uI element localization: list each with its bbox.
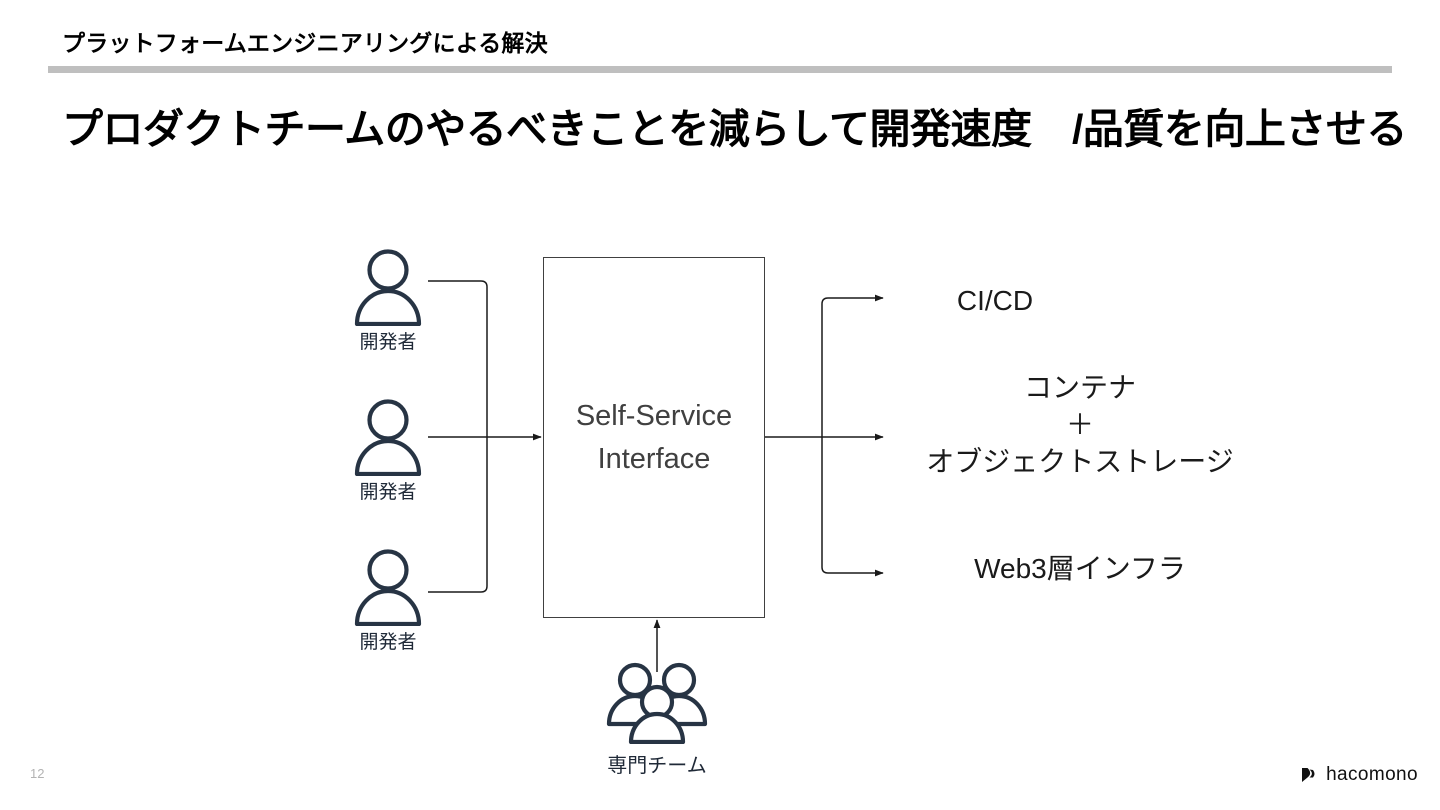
self-service-interface-box: Self-Service Interface xyxy=(543,257,765,618)
person-icon xyxy=(354,249,422,327)
page-title: プロダクトチームのやるべきことを減らして開発速度 /品質を向上させる xyxy=(62,106,1407,152)
hacomono-mark-icon xyxy=(1302,768,1315,782)
actor-label: 開発者 xyxy=(359,632,417,653)
platform-output-connectors xyxy=(765,294,884,577)
output-label-web3-infra: Web3層インフラ xyxy=(974,553,1186,584)
header-divider-rule xyxy=(48,66,1392,73)
actor-label: 開発者 xyxy=(359,482,417,503)
actor-label: 開発者 xyxy=(359,332,417,353)
actor-developer-1: 開発者 xyxy=(328,248,448,354)
developer-input-connectors xyxy=(428,280,542,593)
people-group-icon xyxy=(606,662,708,745)
actor-developer-2: 開発者 xyxy=(328,398,448,504)
actor-developer-3: 開発者 xyxy=(328,548,448,654)
page-number: 12 xyxy=(30,766,45,781)
brand-logo: hacomono xyxy=(1299,764,1418,786)
interface-box-label: Self-Service Interface xyxy=(575,399,733,475)
actor-label: 専門チーム xyxy=(607,755,707,777)
output-label-cicd: CI/CD xyxy=(956,285,1034,316)
person-icon xyxy=(354,549,422,627)
slide-header-label: プラットフォームエンジニアリングによる解決 xyxy=(62,30,548,56)
person-icon xyxy=(354,399,422,477)
output-label-container-storage: コンテナ ＋ オブジェクトストレージ xyxy=(926,372,1234,477)
actor-platform-team: 専門チーム xyxy=(597,660,717,778)
brand-logo-text: hacomono xyxy=(1326,764,1418,785)
